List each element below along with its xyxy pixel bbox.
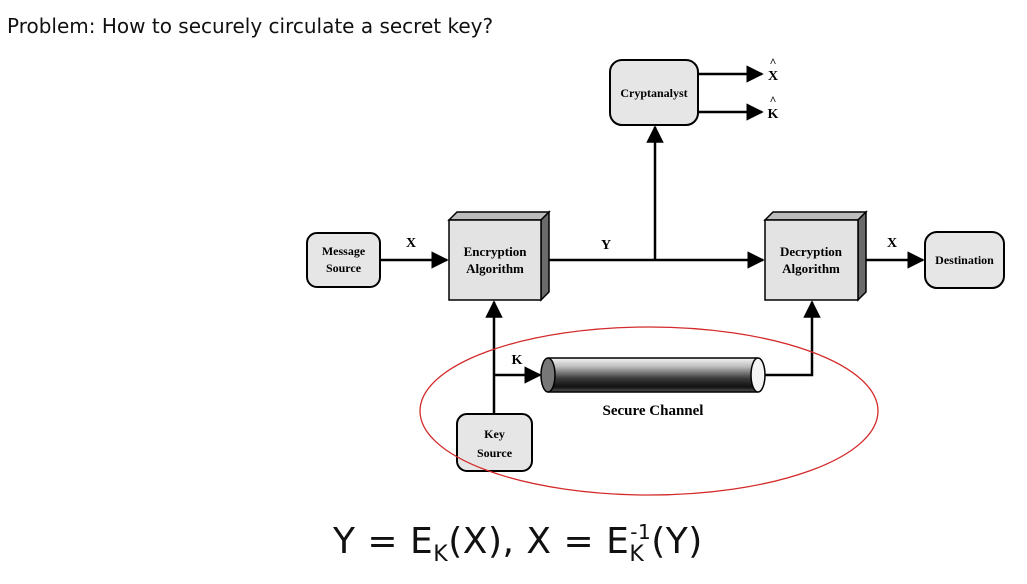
decryption-algorithm-box: Decryption Algorithm	[763, 210, 868, 302]
encryption-equation: Y = EK(X), X = EK-1(Y)	[333, 520, 703, 567]
label-x-out: X	[887, 236, 897, 251]
decryption-line1: Decryption	[780, 244, 843, 259]
label-k: K	[512, 353, 523, 368]
label-x-in: X	[406, 236, 416, 251]
arrow-channel-to-decryption	[765, 300, 821, 377]
encryption-line1: Encryption	[464, 244, 528, 259]
eq-sup2: -1	[630, 520, 652, 544]
decryption-line2: Algorithm	[782, 261, 840, 276]
eq-part2: (X), X = E	[448, 521, 630, 562]
eq-part1: Y = E	[333, 521, 434, 562]
encryption-line2: Algorithm	[466, 261, 524, 276]
label-y: Y	[601, 238, 611, 253]
label-x-hat: X	[768, 69, 778, 84]
eq-part3: (Y)	[651, 521, 703, 562]
message-source-box: Message Source	[306, 232, 381, 288]
key-source-line1: Key	[484, 427, 505, 441]
eq-sub1: K	[433, 542, 449, 567]
message-source-line1: Message	[322, 244, 366, 258]
destination-box: Destination	[924, 231, 1005, 289]
message-source-line2: Source	[326, 261, 362, 275]
secure-channel-label: Secure Channel	[603, 403, 704, 419]
cryptanalyst-box: Cryptanalyst	[609, 59, 699, 126]
key-source-line2: Source	[477, 446, 513, 460]
problem-statement: Problem: How to securely circulate a sec…	[7, 14, 494, 38]
eq-sub2: K	[629, 542, 645, 567]
secure-channel-highlight	[419, 326, 879, 496]
encryption-algorithm-box: Encryption Algorithm	[447, 210, 551, 302]
destination-label: Destination	[935, 253, 994, 267]
cryptanalyst-label: Cryptanalyst	[620, 86, 687, 100]
secure-channel-pipe	[540, 357, 766, 393]
label-k-hat: K	[768, 107, 779, 122]
hat-k: ^	[770, 93, 777, 107]
hat-x: ^	[770, 55, 777, 69]
